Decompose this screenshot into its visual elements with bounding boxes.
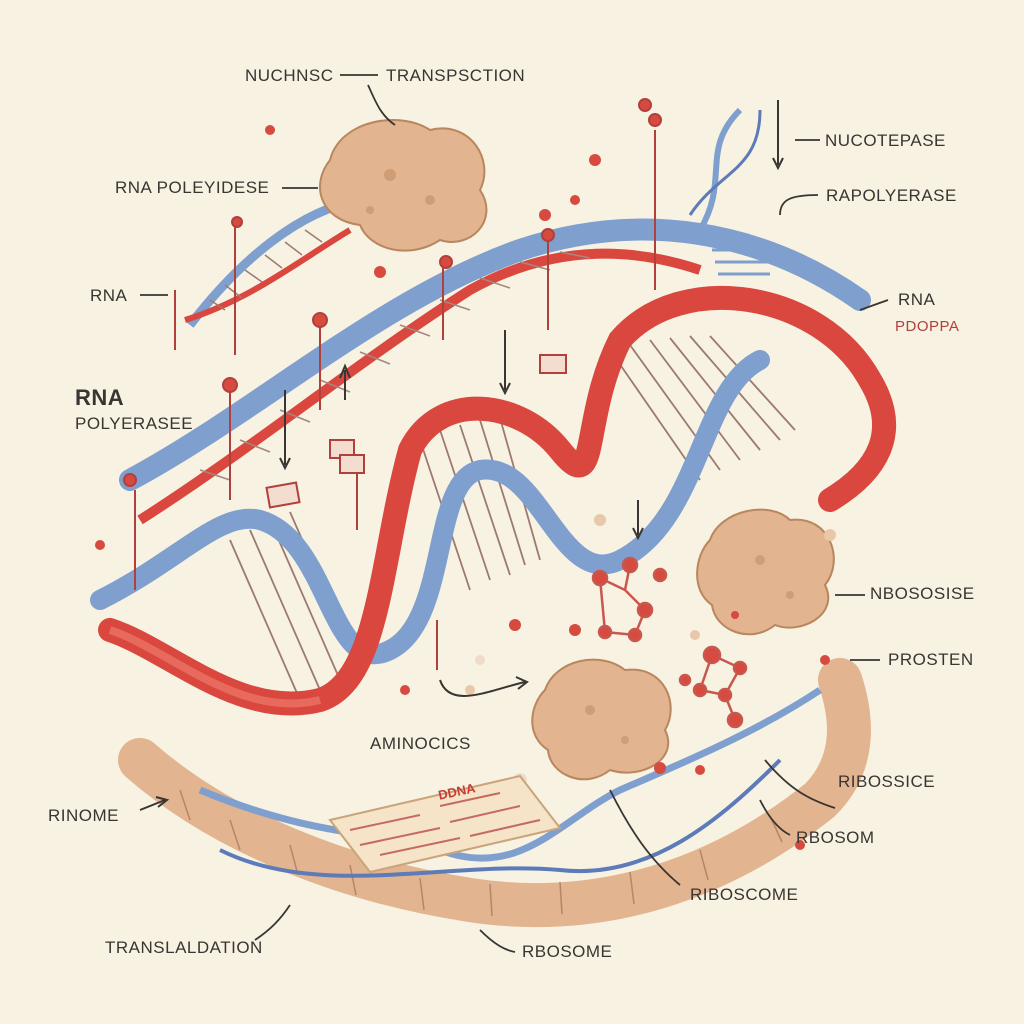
probe-pins	[123, 98, 662, 670]
label-polyerasee: POLYERASEE	[75, 414, 194, 433]
label-nuchnsc: NUCHNSC	[245, 66, 334, 85]
label-rna-right: RNA	[898, 290, 936, 309]
label-rinome: RINOME	[48, 806, 119, 825]
molecule-cluster-1	[591, 556, 668, 643]
label-prosten: PROSTEN	[888, 650, 974, 669]
base-blocks	[265, 354, 567, 509]
main-helix	[90, 285, 897, 716]
leader-lines	[140, 74, 889, 953]
label-transpsction: TRANSPSCTION	[386, 66, 526, 85]
arrows	[139, 100, 784, 811]
label-rna-poleyidese: RNA POLEYIDESE	[115, 178, 270, 197]
ribosome-right	[696, 508, 835, 636]
label-translaldation: TRANSLALDATION	[105, 938, 263, 957]
label-riboscome: RIBOSCOME	[690, 885, 799, 904]
label-ribossice: RIBOSSICE	[838, 772, 936, 791]
label-nbososise: NBOSOSISE	[870, 584, 975, 603]
label-pdoppa: PDOPPA	[895, 318, 960, 335]
molecule-cluster-2	[678, 645, 748, 729]
scattered-dots	[95, 125, 836, 850]
label-rapolyerase: RAPOLYERASE	[826, 186, 957, 205]
label-nucotepase: NUCOTEPASE	[825, 131, 946, 150]
label-aminocics: AMINOCICS	[370, 734, 471, 753]
ribosome-top	[319, 119, 488, 252]
ribosome-center	[531, 658, 672, 781]
label-card	[328, 774, 562, 874]
label-rbosome: RBOSOME	[522, 942, 613, 961]
label-rbosom: RBOSOM	[796, 828, 875, 847]
label-rna-left: RNA	[90, 286, 128, 305]
label-rna-big: RNA	[75, 385, 125, 410]
